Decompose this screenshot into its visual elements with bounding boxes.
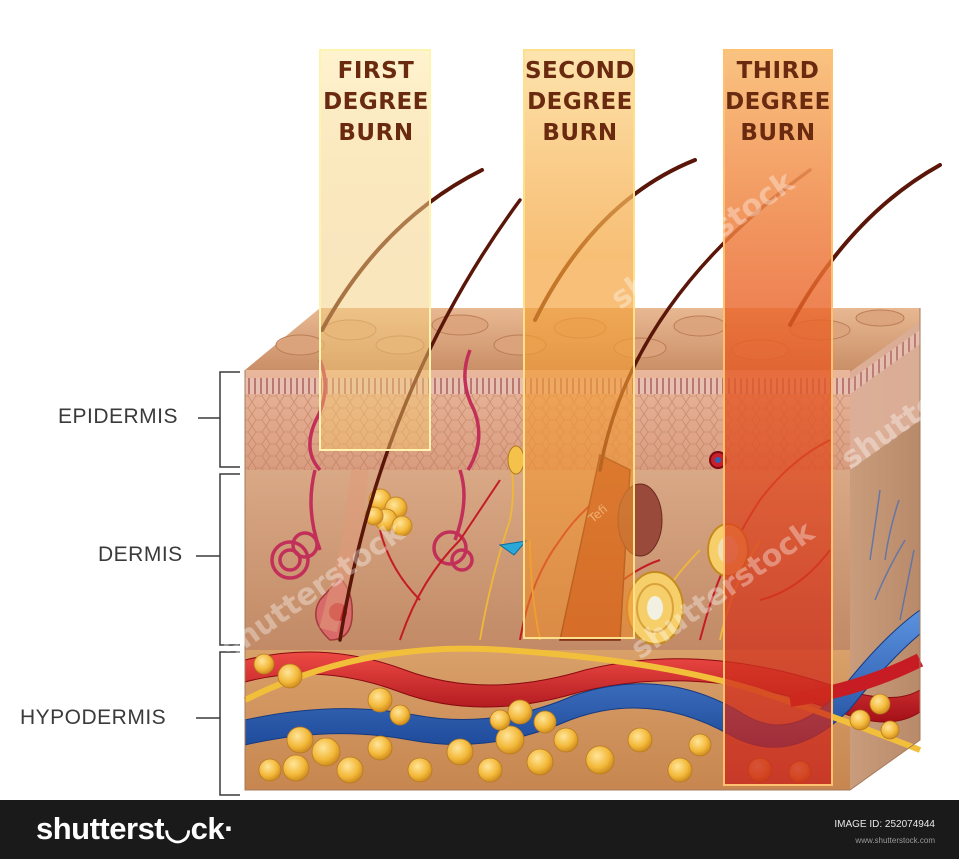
first-degree-line1: FIRST	[320, 56, 432, 87]
first-degree-line3: BURN	[320, 118, 432, 149]
third-degree-band	[724, 50, 832, 785]
hypodermis-label: HYPODERMIS	[20, 706, 166, 730]
footer-url: www.shutterstock.com	[855, 836, 935, 845]
third-degree-line3: BURN	[720, 118, 836, 149]
layer-brackets	[196, 372, 240, 795]
third-degree-line1: THIRD	[720, 56, 836, 87]
epidermis-label: EPIDERMIS	[58, 405, 178, 429]
image-id: IMAGE ID: 252074944	[834, 819, 935, 830]
third-degree-label: THIRD DEGREE BURN	[720, 56, 836, 149]
first-degree-line2: DEGREE	[320, 87, 432, 118]
shutterstock-logo: shutterst◡ck·	[36, 811, 234, 847]
second-degree-label: SECOND DEGREE BURN	[518, 56, 642, 149]
second-degree-line3: BURN	[518, 118, 642, 149]
second-degree-line2: DEGREE	[518, 87, 642, 118]
third-degree-line2: DEGREE	[720, 87, 836, 118]
dermis-label: DERMIS	[98, 543, 183, 567]
first-degree-label: FIRST DEGREE BURN	[320, 56, 432, 149]
svg-text:shutterstock: shutterstock	[0, 314, 182, 467]
svg-text:shutterstock: shutterstock	[845, 0, 959, 97]
meissner-corpuscle	[508, 446, 524, 474]
second-degree-line1: SECOND	[518, 56, 642, 87]
